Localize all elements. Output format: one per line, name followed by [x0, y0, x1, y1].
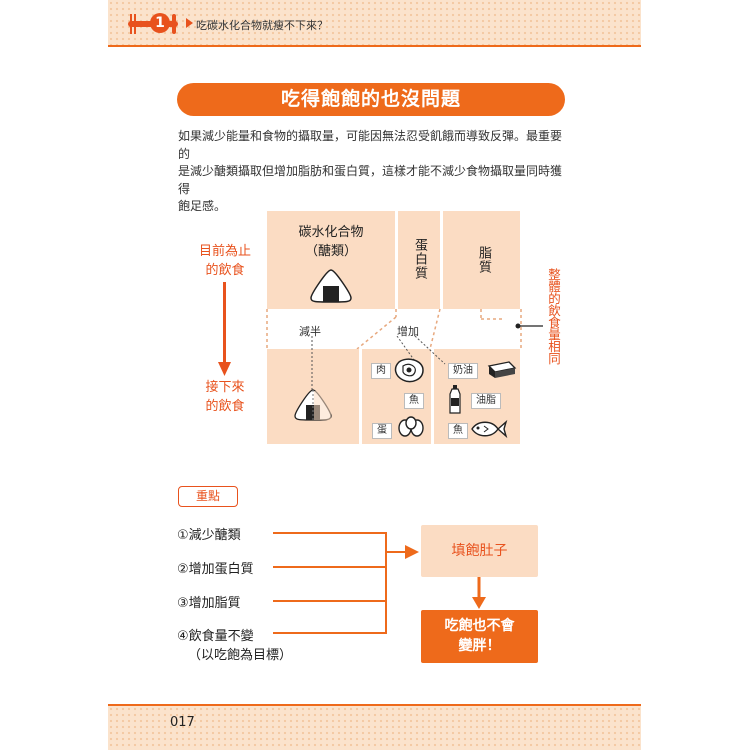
intro-line: 是減少醣類攝取但增加脂肪和蛋白質，這樣才能不減少食物攝取量同時獲得: [178, 164, 563, 196]
footer-rule: [108, 704, 641, 706]
connector-line: [273, 532, 387, 534]
transition-band: [266, 309, 522, 349]
total-amount-label: 整體的飲食量相同: [546, 268, 561, 364]
chapter-number: 1: [150, 13, 170, 33]
connector-to-box: [385, 551, 407, 553]
footer-band: [108, 706, 641, 750]
intro-paragraph: 如果減少能量和食物的攝取量，可能因無法忍受飢餓而導致反彈。最重要的 是減少醣類攝…: [178, 128, 570, 216]
key-point-1: ①減少醣類: [177, 528, 241, 543]
protein-label: 蛋白質: [412, 238, 427, 280]
header-arrow-icon: [186, 18, 193, 28]
meat-tag: 肉: [371, 363, 391, 379]
fill-stomach-box: 填飽肚子: [421, 525, 538, 577]
oil-bottle-icon: [449, 385, 461, 414]
carb-title: 碳水化合物: [298, 225, 364, 240]
connector-spine: [385, 532, 387, 634]
key-point-3: ③增加脂質: [177, 596, 241, 611]
connector-line: [273, 566, 387, 568]
key-point-4: ④飲食量不變: [177, 629, 254, 644]
page-number: 017: [170, 715, 195, 730]
egg-tag: 蛋: [372, 423, 392, 439]
total-bracket: [515, 323, 543, 329]
chapter-title: 吃碳水化合物就瘦不下來？: [196, 19, 328, 32]
down-arrow-icon: [472, 577, 486, 609]
header-rule: [108, 45, 641, 47]
fat-cell-current: [443, 211, 520, 309]
carb-subtitle: （醣類）: [304, 244, 357, 259]
result-box: 吃飽也不會 變胖！: [421, 610, 538, 663]
connector-line: [273, 632, 387, 634]
intro-line: 如果減少能量和食物的攝取量，可能因無法忍受飢餓而導致反彈。最重要的: [178, 129, 563, 161]
key-point-2: ②增加蛋白質: [177, 562, 254, 577]
fish-tag: 魚: [404, 393, 424, 409]
fat-label: 脂質: [476, 246, 491, 274]
increase-label: 增加: [397, 325, 419, 338]
butter-icon: [487, 361, 517, 378]
key-point-4-note: （以吃飽為目標）: [188, 648, 293, 663]
key-points-badge: 重點: [178, 486, 238, 507]
connector-line: [273, 600, 387, 602]
fish-tag: 魚: [448, 423, 468, 439]
half-label: 減半: [299, 325, 321, 338]
right-arrow-icon: [405, 545, 419, 559]
half-rice-ball-icon: [294, 389, 332, 421]
fish-icon: [471, 419, 508, 439]
current-diet-label: 目前為止 的飲食: [198, 244, 251, 278]
down-arrow-icon: [218, 282, 231, 376]
oil-tag: 油脂: [471, 393, 501, 409]
section-title: 吃得飽飽的也沒問題: [177, 83, 565, 116]
header-band: [108, 0, 641, 45]
eggs-icon: [398, 416, 424, 437]
intro-line: 飽足感。: [178, 199, 227, 213]
result-line: 變胖！: [458, 638, 501, 654]
butter-tag: 奶油: [448, 363, 478, 379]
protein-cell-current: [398, 211, 440, 309]
next-diet-label: 接下來 的飲食: [205, 380, 245, 414]
meat-icon: [394, 358, 424, 383]
rice-ball-icon: [310, 269, 352, 303]
result-line: 吃飽也不會: [444, 618, 515, 634]
